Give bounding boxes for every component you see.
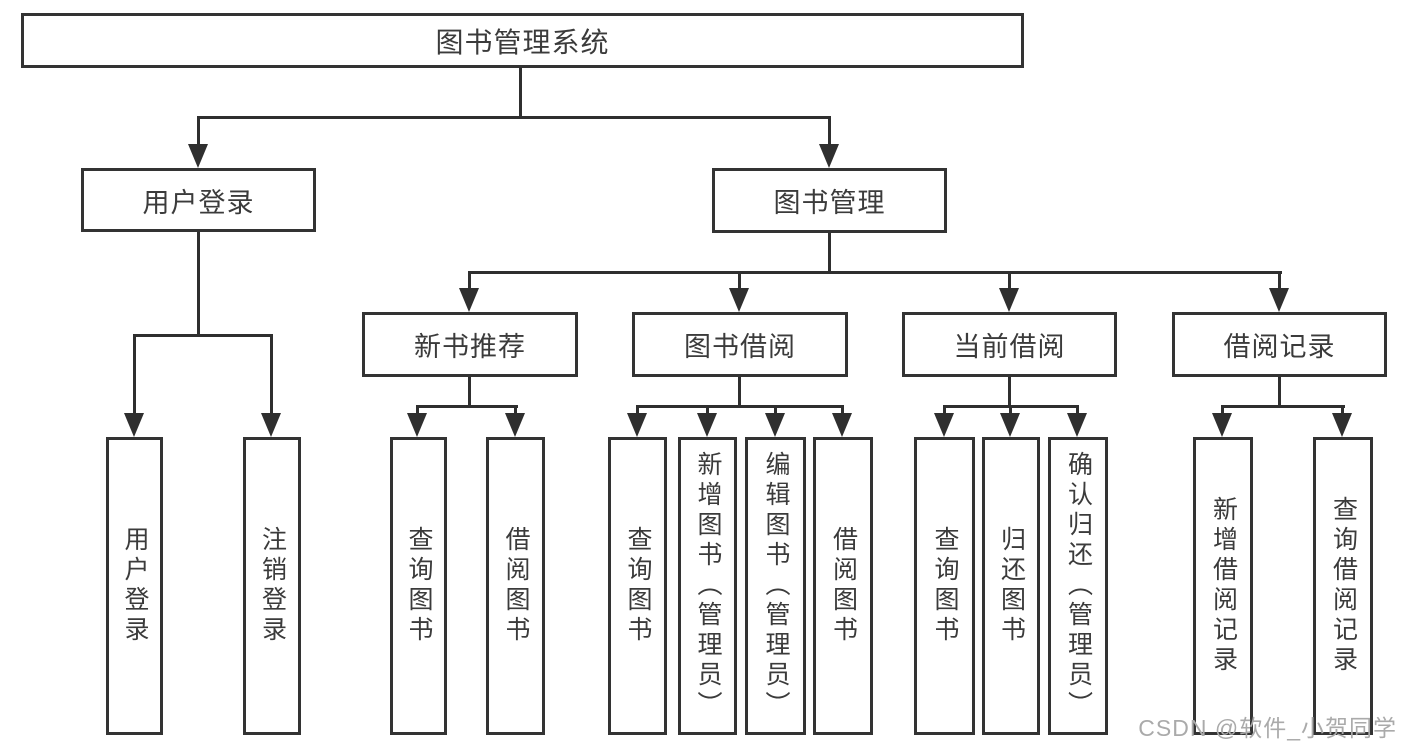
connector-record-stem [1278,377,1281,408]
arrowhead-down [459,288,479,312]
node-user-login-group: 用户登录 [81,168,316,232]
arrowhead-down [999,288,1019,312]
arrowhead-down [1269,288,1289,312]
connector-arrow-line [841,405,844,419]
connector-bookmgmt-stem [828,233,831,274]
connector-arrow-line [943,405,946,419]
connector-root-stem [519,67,522,118]
leaf-label: 注销登录 [258,526,287,646]
arrowhead-down [934,413,954,437]
connector-arrow-line [270,334,273,416]
leaf-label: 查询图书 [624,526,652,646]
node-book-management: 图书管理 [712,168,947,233]
arrowhead-down [819,144,839,168]
connector-arrow-line [706,405,709,419]
leaf-label: 确认归还（管理员） [1064,451,1093,721]
leaf-add-books-admin: 新增图书（管理员） [678,437,737,735]
connector-root-bar [197,116,831,119]
leaf-borrow-books: 借阅图书 [813,437,873,735]
arrowhead-down [261,413,281,437]
arrowhead-down [697,413,717,437]
node-label: 用户登录 [142,187,255,218]
arrowhead-down [627,413,647,437]
connector-borrow-stem [738,377,741,408]
connector-arrow-line [468,271,471,293]
connector-arrow-line [133,334,136,416]
connector-userlogin-bar [133,334,273,337]
node-label: 借阅记录 [1223,332,1336,362]
node-book-borrow: 图书借阅 [632,312,848,377]
leaf-user-login: 用户登录 [106,437,163,735]
leaf-query-borrow-record: 查询借阅记录 [1313,437,1373,735]
connector-current-stem [1008,377,1011,408]
arrowhead-down [1332,413,1352,437]
connector-arrow-line [1076,405,1079,419]
connector-arrow-line [1221,405,1224,419]
leaf-label: 新增图书（管理员） [694,451,722,721]
connector-arrow-line [197,116,200,146]
leaf-label: 借阅图书 [829,526,858,646]
connector-record-bar [1221,405,1345,408]
node-label: 新书推荐 [414,332,526,362]
connector-arrow-line [828,116,831,146]
leaf-label: 查询图书 [931,526,959,646]
connector-arrow-line [774,405,777,419]
leaf-query-books-borrow: 查询图书 [608,437,667,735]
connector-arrow-line [636,405,639,419]
connector-arrow-line [1009,405,1012,419]
leaf-add-borrow-record: 新增借阅记录 [1193,437,1253,735]
node-label: 当前借阅 [953,332,1066,362]
arrowhead-down [188,144,208,168]
arrowhead-down [729,288,749,312]
leaf-confirm-return-admin: 确认归还（管理员） [1048,437,1108,735]
csdn-watermark: CSDN @软件_小贺同学 [1138,715,1397,741]
connector-arrow-line [1341,405,1344,419]
node-label: 图书借阅 [684,332,796,362]
arrowhead-down [124,413,144,437]
node-label: 图书管理系统 [435,26,610,58]
node-new-book-recommend: 新书推荐 [362,312,578,377]
leaf-label: 借阅图书 [502,526,530,646]
connector-arrow-line [1278,271,1281,293]
leaf-query-books-current: 查询图书 [914,437,975,735]
arrowhead-down [765,413,785,437]
leaf-logout: 注销登录 [243,437,301,735]
arrowhead-down [1212,413,1232,437]
arrowhead-down [832,413,852,437]
connector-recommend-stem [468,377,471,408]
leaf-edit-books-admin: 编辑图书（管理员） [745,437,806,735]
connector-borrow-bar [636,405,844,408]
connector-arrow-line [738,271,741,293]
leaf-label: 归还图书 [997,526,1026,646]
node-label: 图书管理 [773,188,886,218]
leaf-label: 查询借阅记录 [1329,496,1358,676]
connector-arrow-line [514,405,517,419]
connector-recommend-bar [416,405,518,408]
node-current-borrow: 当前借阅 [902,312,1117,377]
leaf-label: 用户登录 [121,526,149,646]
arrowhead-down [407,413,427,437]
connector-userlogin-stem [197,232,200,337]
leaf-return-books: 归还图书 [982,437,1040,735]
node-library-management-system: 图书管理系统 [21,13,1024,68]
leaf-label: 新增借阅记录 [1209,496,1238,676]
connector-arrow-line [416,405,419,419]
connector-bookmgmt-bar [468,271,1282,274]
arrowhead-down [505,413,525,437]
node-borrow-record: 借阅记录 [1172,312,1387,377]
arrowhead-down [1000,413,1020,437]
leaf-label: 查询图书 [405,526,433,646]
connector-arrow-line [1008,271,1011,293]
leaf-label: 编辑图书（管理员） [762,451,790,721]
arrowhead-down [1067,413,1087,437]
leaf-query-books-recommend: 查询图书 [390,437,447,735]
leaf-borrow-books-recommend: 借阅图书 [486,437,545,735]
